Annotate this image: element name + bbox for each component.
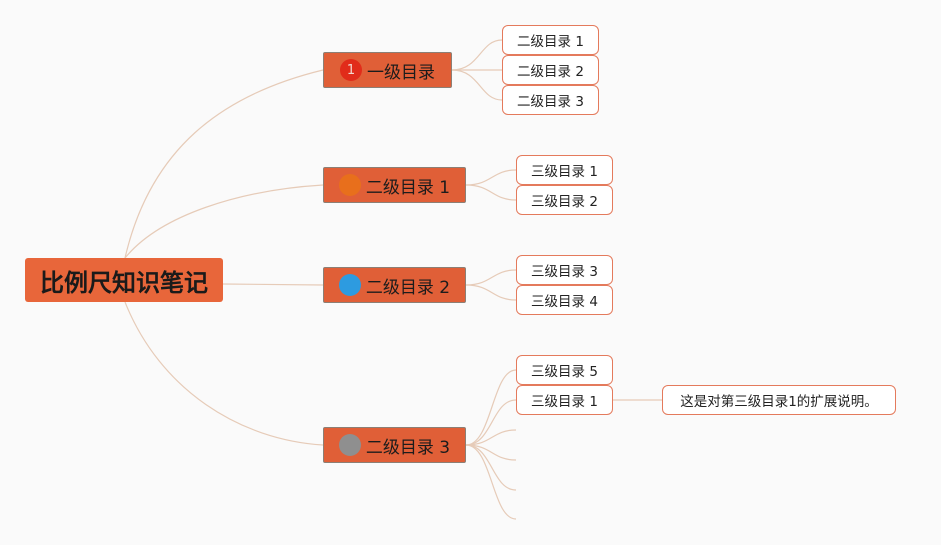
priority-marker-icon xyxy=(338,434,361,456)
root-topic[interactable]: 比例尺知识笔记 xyxy=(25,258,223,302)
connector-root-branch-4 xyxy=(124,301,324,446)
priority-marker-icon xyxy=(338,274,361,296)
subtopic-2-2[interactable]: 三级目录 2 xyxy=(516,185,613,215)
subtopic-3-2[interactable]: 三级目录 4 xyxy=(516,285,613,315)
connector-b1-leaf-1 xyxy=(451,39,503,71)
subtopic-1-1[interactable]: 二级目录 1 xyxy=(502,25,599,55)
connector-b1-leaf-3 xyxy=(451,69,503,101)
branch-topic-1-label: 一级目录 xyxy=(367,62,435,83)
branch-topic-3-label: 二级目录 2 xyxy=(365,277,451,298)
subtopic-4-2[interactable]: 三级目录 1 xyxy=(516,385,613,415)
branch-topic-4-label: 二级目录 3 xyxy=(365,437,451,458)
note-topic-label: 这是对第三级目录1的扩展说明。 xyxy=(680,394,878,410)
root-topic-label: 比例尺知识笔记 xyxy=(40,269,208,297)
connector-b3-leaf-2 xyxy=(465,284,517,301)
branch-topic-2-label: 二级目录 1 xyxy=(365,177,451,198)
note-topic[interactable]: 这是对第三级目录1的扩展说明。 xyxy=(662,385,896,415)
branch-topic-2[interactable]: 二级目录 1 xyxy=(323,167,466,203)
subtopic-2-1[interactable]: 三级目录 1 xyxy=(516,155,613,185)
connector-b2-leaf-2 xyxy=(465,184,517,201)
connector-b3-leaf-1 xyxy=(465,269,517,286)
connector-b4-leaf-2 xyxy=(465,399,517,446)
branch-topic-1[interactable]: 1 一级目录 xyxy=(323,52,452,88)
connector-b4-stub-3 xyxy=(465,444,517,491)
connector-root-branch-3 xyxy=(222,283,324,286)
connector-b4-stub-4 xyxy=(465,444,517,520)
connector-b4-stub-2 xyxy=(465,444,517,461)
subtopic-1-3[interactable]: 二级目录 3 xyxy=(502,85,599,115)
branch-topic-3[interactable]: 二级目录 2 xyxy=(323,267,466,303)
connector-b4-leaf-1 xyxy=(465,369,517,446)
priority-marker-icon xyxy=(338,174,361,196)
connector-b4-stub-1 xyxy=(465,429,517,446)
subtopic-3-1[interactable]: 三级目录 3 xyxy=(516,255,613,285)
connector-root-branch-2 xyxy=(124,184,324,259)
connector-root-branch-1 xyxy=(124,69,324,259)
subtopic-1-2[interactable]: 二级目录 2 xyxy=(502,55,599,85)
branch-topic-4[interactable]: 二级目录 3 xyxy=(323,427,466,463)
connector-b2-leaf-1 xyxy=(465,169,517,186)
marker-1-icon: 1 xyxy=(340,59,362,81)
subtopic-4-1[interactable]: 三级目录 5 xyxy=(516,355,613,385)
